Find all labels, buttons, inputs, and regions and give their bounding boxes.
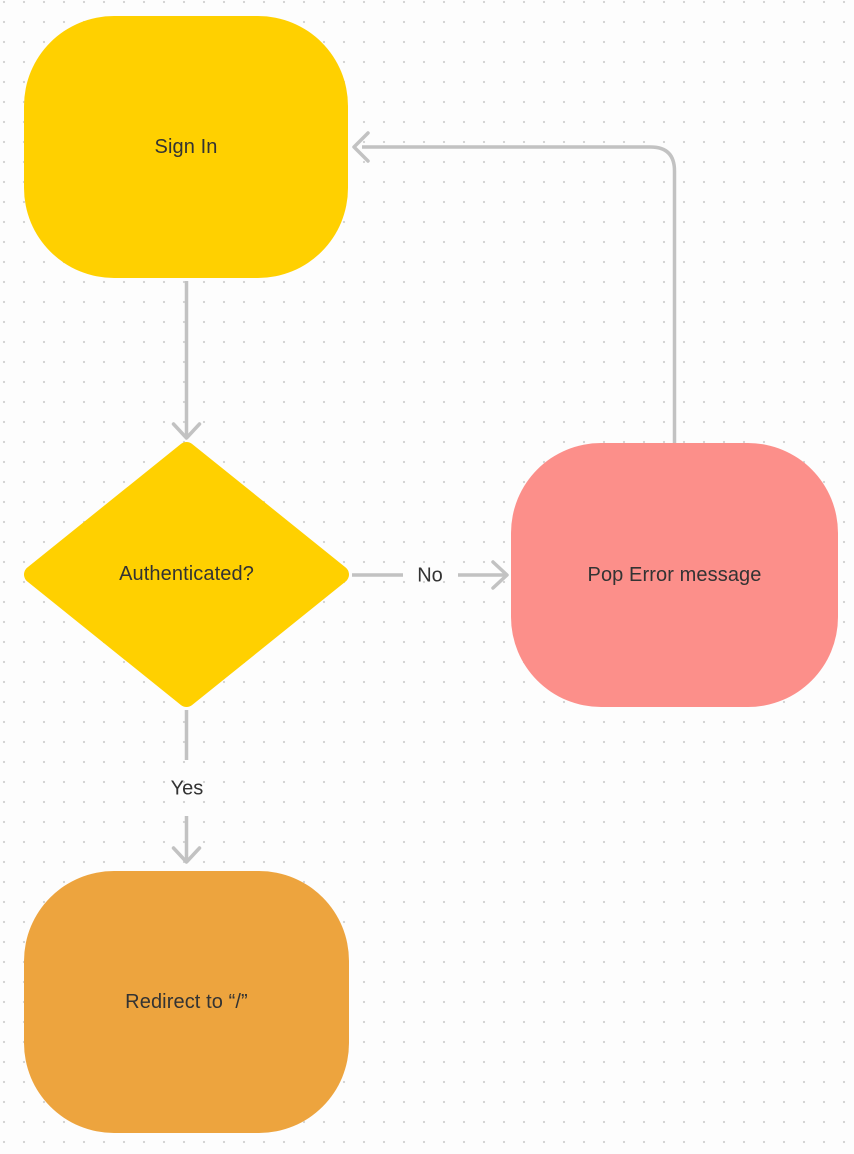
edge-authenticated-to-redirect[interactable] xyxy=(171,710,202,864)
edge-sign-in-to-authenticated[interactable] xyxy=(171,281,202,440)
arrowhead-right-icon xyxy=(491,560,509,590)
arrowhead-left-icon xyxy=(352,131,370,163)
node-pop-error-message[interactable]: Pop Error message xyxy=(511,443,838,707)
node-redirect-home[interactable]: Redirect to “/” xyxy=(24,871,349,1133)
node-sign-in-label: Sign In xyxy=(154,135,218,158)
arrowhead-down-icon xyxy=(171,846,202,864)
edge-label-no[interactable]: No xyxy=(417,564,443,587)
arrowhead-down-icon xyxy=(171,422,202,440)
node-sign-in[interactable]: Sign In xyxy=(24,16,348,278)
node-authenticated-shape[interactable] xyxy=(24,442,349,707)
edge-pop-error-to-sign-in[interactable] xyxy=(352,131,677,443)
edge-label-yes[interactable]: Yes xyxy=(170,777,204,800)
node-redirect-home-label: Redirect to “/” xyxy=(125,990,248,1013)
edge-authenticated-to-pop-error[interactable] xyxy=(352,560,509,590)
node-pop-error-message-label: Pop Error message xyxy=(587,563,762,586)
